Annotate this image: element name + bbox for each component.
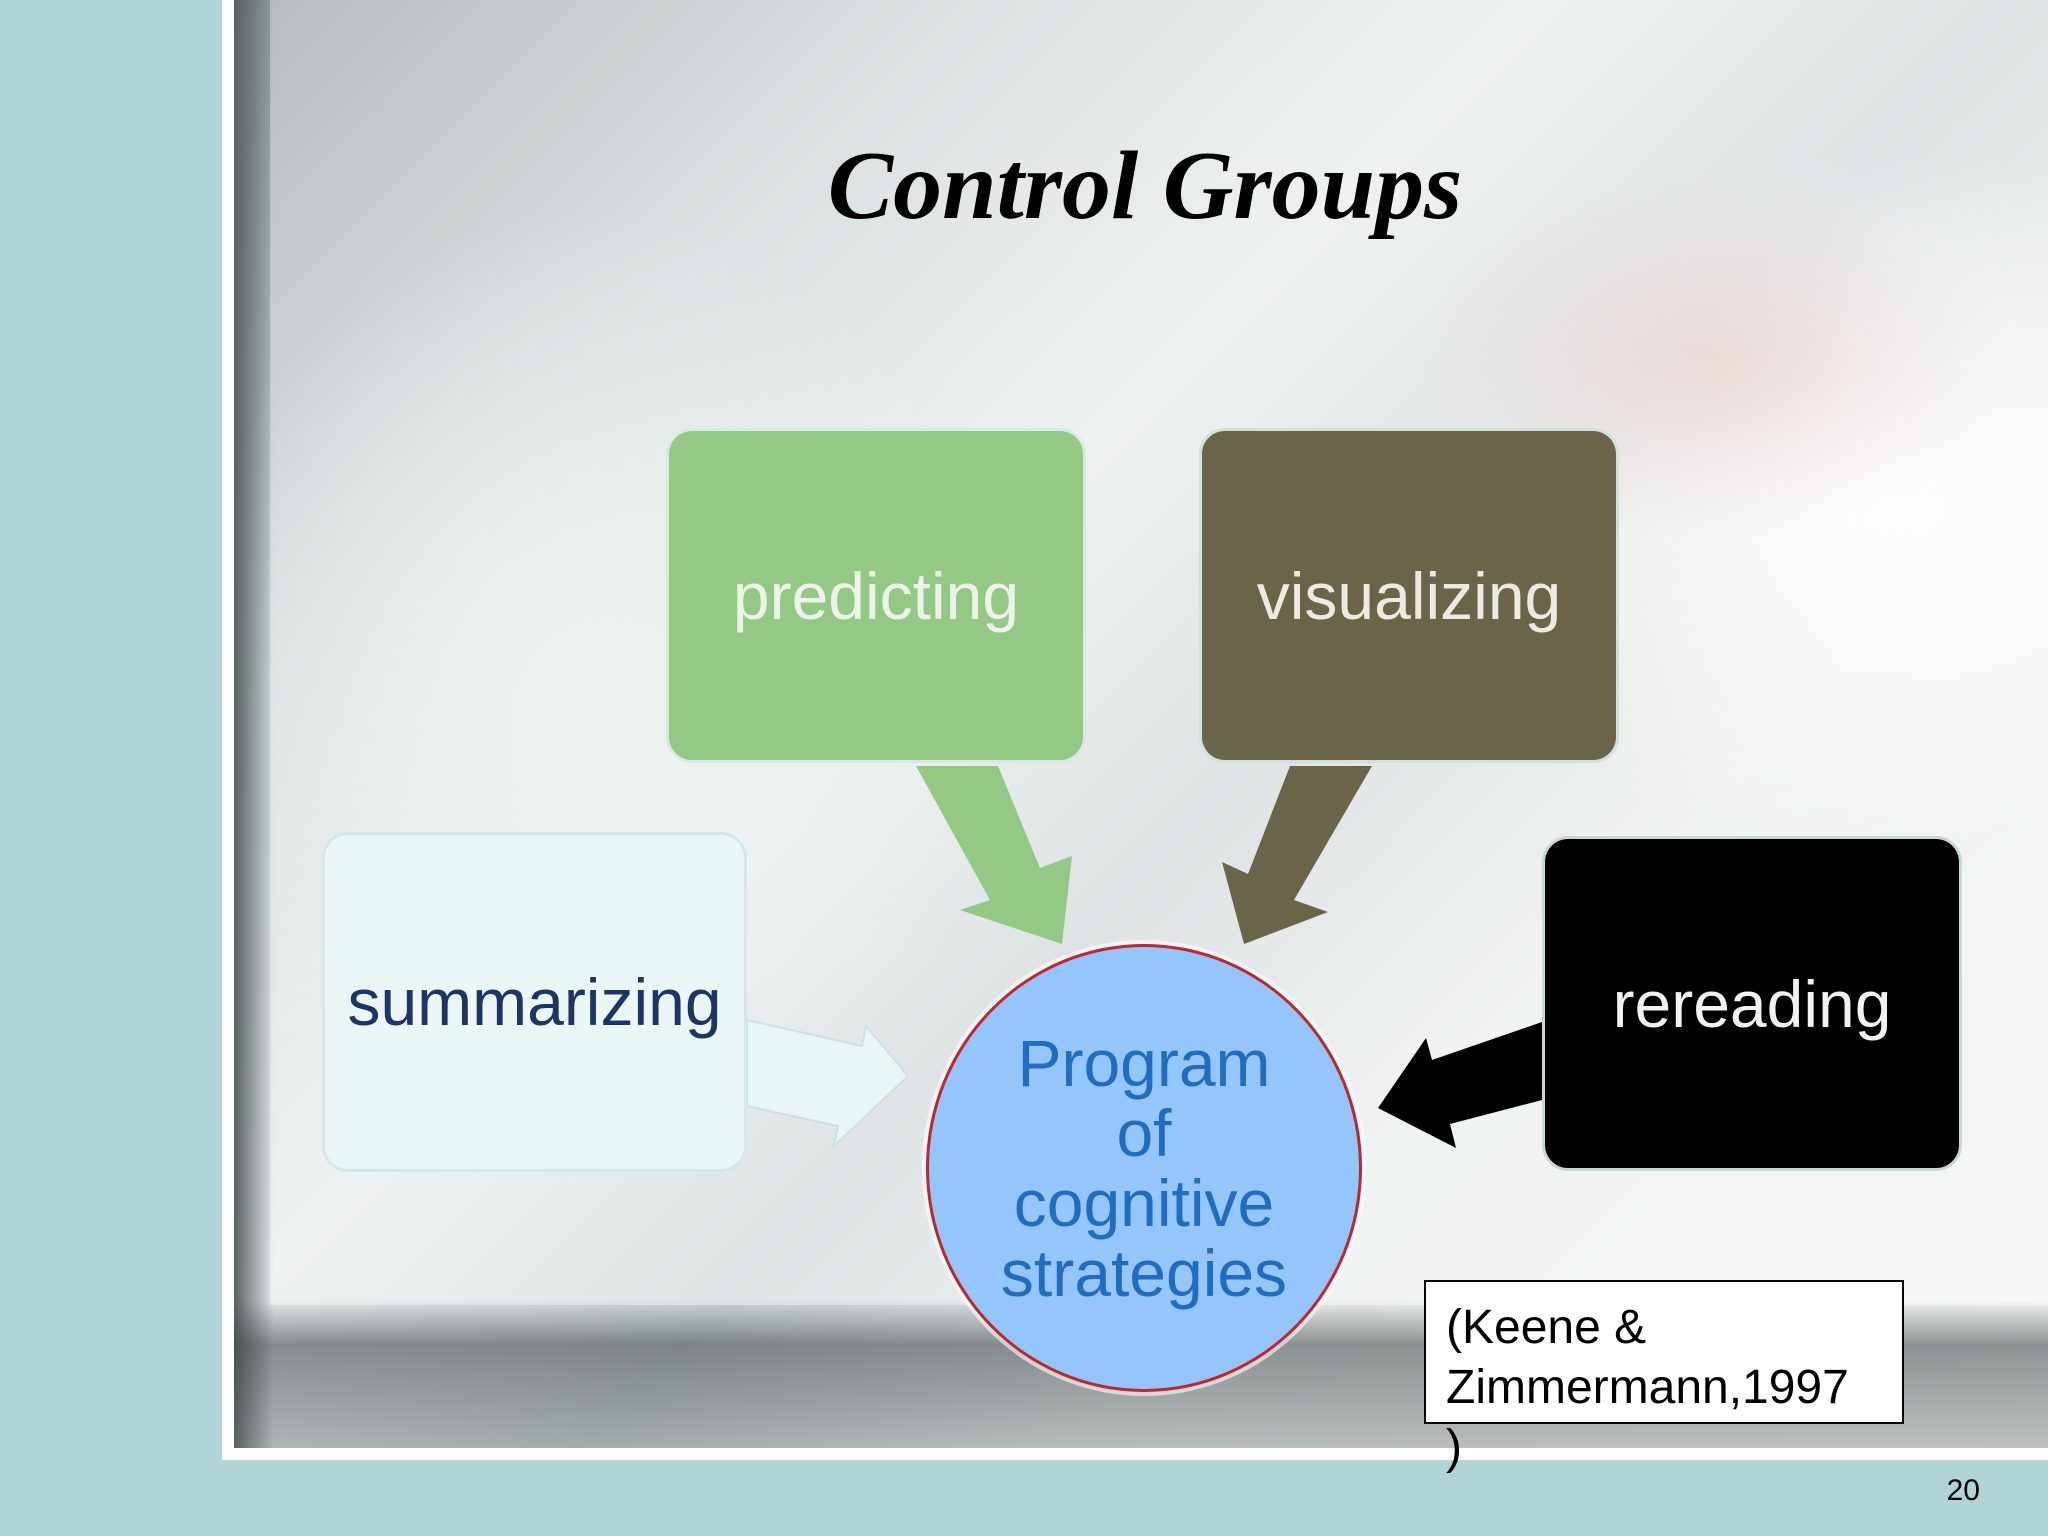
node-summarizing: summarizing [322,832,747,1172]
citation-line-1: (Keene & [1446,1301,1647,1354]
slide-title: Control Groups [827,132,1463,240]
node-center-program: Program of cognitive strategies [926,944,1362,1392]
arrow-rereading-to-center [1378,1022,1542,1148]
node-visualizing: visualizing [1199,428,1619,763]
citation-box: (Keene & Zimmermann,1997 ) [1424,1280,1904,1474]
citation-line-2: Zimmermann,1997 [1446,1361,1849,1414]
node-summarizing-label: summarizing [347,965,722,1039]
node-rereading: rereading [1542,836,1962,1171]
page-number: 20 [1946,1474,1980,1507]
arrow-visualizing-to-center [1222,766,1372,944]
citation-line-3: ) [1446,1421,1462,1474]
arrow-summarizing-to-center [746,1018,910,1149]
node-visualizing-label: visualizing [1256,558,1562,633]
arrow-predicting-to-center [916,766,1072,944]
node-rereading-label: rereading [1612,966,1892,1041]
node-predicting: predicting [666,428,1086,763]
photo-shadow-left [234,0,274,1448]
node-predicting-label: predicting [732,558,1020,633]
node-center-label: Program of cognitive strategies [1000,1026,1288,1310]
